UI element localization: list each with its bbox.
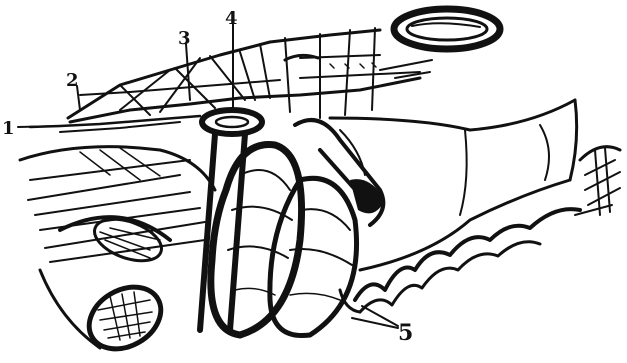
left-oval-lobe — [211, 145, 302, 335]
leader-line-1 — [18, 126, 62, 127]
right-oval-lobe — [270, 178, 357, 335]
label-4: 4 — [225, 8, 238, 29]
leader-line-5b — [362, 306, 398, 326]
tube-cut-end — [60, 211, 172, 361]
label-3: 3 — [178, 28, 191, 49]
detached-oval-specimen — [394, 9, 500, 49]
label-2: 2 — [66, 70, 79, 91]
twisted-vessels — [340, 209, 580, 312]
label-5: 5 — [398, 320, 413, 346]
right-hatched-tissue — [575, 147, 620, 215]
nerve-strand — [30, 116, 200, 132]
label-1: 1 — [2, 118, 15, 139]
central-ring — [202, 110, 262, 134]
lattice-net — [68, 28, 432, 122]
